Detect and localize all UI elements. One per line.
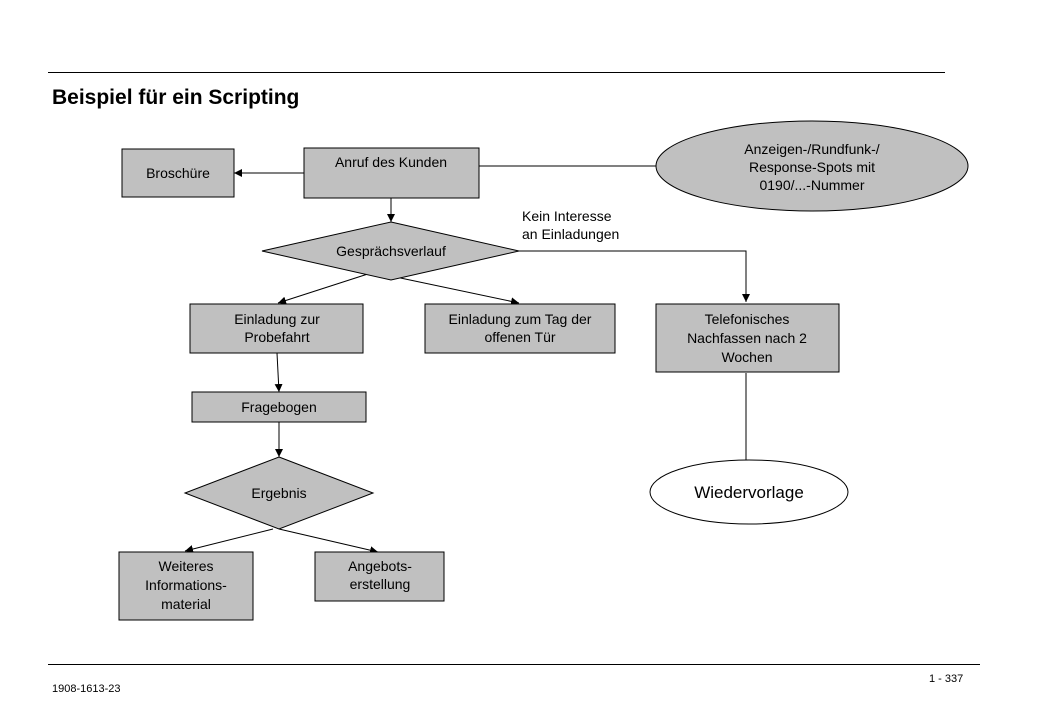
node-ergebnis bbox=[183, 456, 375, 530]
label-line: offenen Tür bbox=[484, 329, 555, 345]
page-number: 1 - 337 bbox=[929, 673, 964, 685]
label-line: Kein Interesse bbox=[522, 208, 612, 224]
label-kein-interesse: Kein Interesse an Einladungen bbox=[522, 208, 619, 242]
label-line: Gesprächsverlauf bbox=[336, 243, 446, 259]
node-labels: Broschüre Anruf des Kunden Anzeigen-/Run… bbox=[145, 141, 880, 612]
edge-ergebnis-angebot bbox=[278, 528, 379, 555]
label-line: an Einladungen bbox=[522, 226, 619, 242]
edges bbox=[184, 165, 750, 555]
label-line: Einladung zum Tag der bbox=[449, 311, 592, 327]
label-line: material bbox=[161, 596, 211, 612]
edge-gespraech-probefahrt bbox=[277, 271, 375, 305]
label-line: Probefahrt bbox=[244, 329, 309, 345]
label-line: Anzeigen-/Rundfunk-/ bbox=[744, 141, 880, 157]
label-line: Response-Spots mit bbox=[749, 159, 875, 175]
node-broschuere bbox=[121, 148, 235, 198]
node-telefonisch bbox=[655, 303, 840, 373]
node-anruf bbox=[303, 147, 480, 199]
node-anzeigen bbox=[655, 120, 969, 212]
node-weiteres bbox=[118, 551, 254, 621]
label-gespraech: Gesprächsverlauf bbox=[336, 243, 446, 259]
label-fragebogen: Fragebogen bbox=[241, 399, 317, 415]
node-gespraech bbox=[261, 221, 520, 281]
label-anzeigen: Anzeigen-/Rundfunk-/ Response-Spots mit 01… bbox=[744, 141, 880, 193]
label-ergebnis: Ergebnis bbox=[251, 485, 306, 501]
top-rule bbox=[48, 72, 945, 73]
node-wiedervorlage bbox=[649, 459, 849, 525]
label-line: Einladung zur bbox=[234, 311, 320, 327]
label-line: Angebots- bbox=[348, 558, 412, 574]
footer-code: 1908-1613-23 bbox=[52, 683, 121, 695]
edge-gespraech-tag-offen bbox=[390, 275, 520, 306]
label-tag-offen: Einladung zum Tag der offenen Tür bbox=[449, 311, 592, 345]
bottom-rule bbox=[48, 664, 980, 665]
label-line: Broschüre bbox=[146, 165, 210, 181]
nodes bbox=[118, 120, 969, 621]
label-broschuere: Broschüre bbox=[146, 165, 210, 181]
label-line: Informations- bbox=[145, 577, 227, 593]
label-line: Telefonisches bbox=[705, 311, 790, 327]
label-line: 0190/...-Nummer bbox=[759, 177, 864, 193]
label-line: Ergebnis bbox=[251, 485, 306, 501]
label-line: Fragebogen bbox=[241, 399, 317, 415]
edge-gespraech-telefonisch bbox=[519, 250, 750, 302]
label-line: Wochen bbox=[721, 349, 772, 365]
label-line: Nachfassen nach 2 bbox=[687, 330, 807, 346]
label-line: Wiedervorlage bbox=[694, 483, 804, 502]
label-angebot: Angebots-erstellung bbox=[348, 558, 412, 592]
label-line: erstellung bbox=[350, 576, 411, 592]
label-line: Weiteres bbox=[159, 558, 214, 574]
node-probefahrt bbox=[189, 303, 364, 354]
node-tag-offen bbox=[424, 303, 616, 354]
slide-title: Beispiel für ein Scripting bbox=[52, 86, 300, 109]
label-anruf: Anruf des Kunden bbox=[335, 154, 447, 170]
edge-ergebnis-weiteres bbox=[184, 528, 274, 553]
node-fragebogen bbox=[191, 391, 367, 423]
edge-probefahrt-fragebogen bbox=[274, 352, 283, 393]
node-angebot bbox=[314, 551, 445, 602]
label-wiedervorlage: Wiedervorlage bbox=[694, 483, 804, 502]
label-line: Anruf des Kunden bbox=[335, 154, 447, 170]
